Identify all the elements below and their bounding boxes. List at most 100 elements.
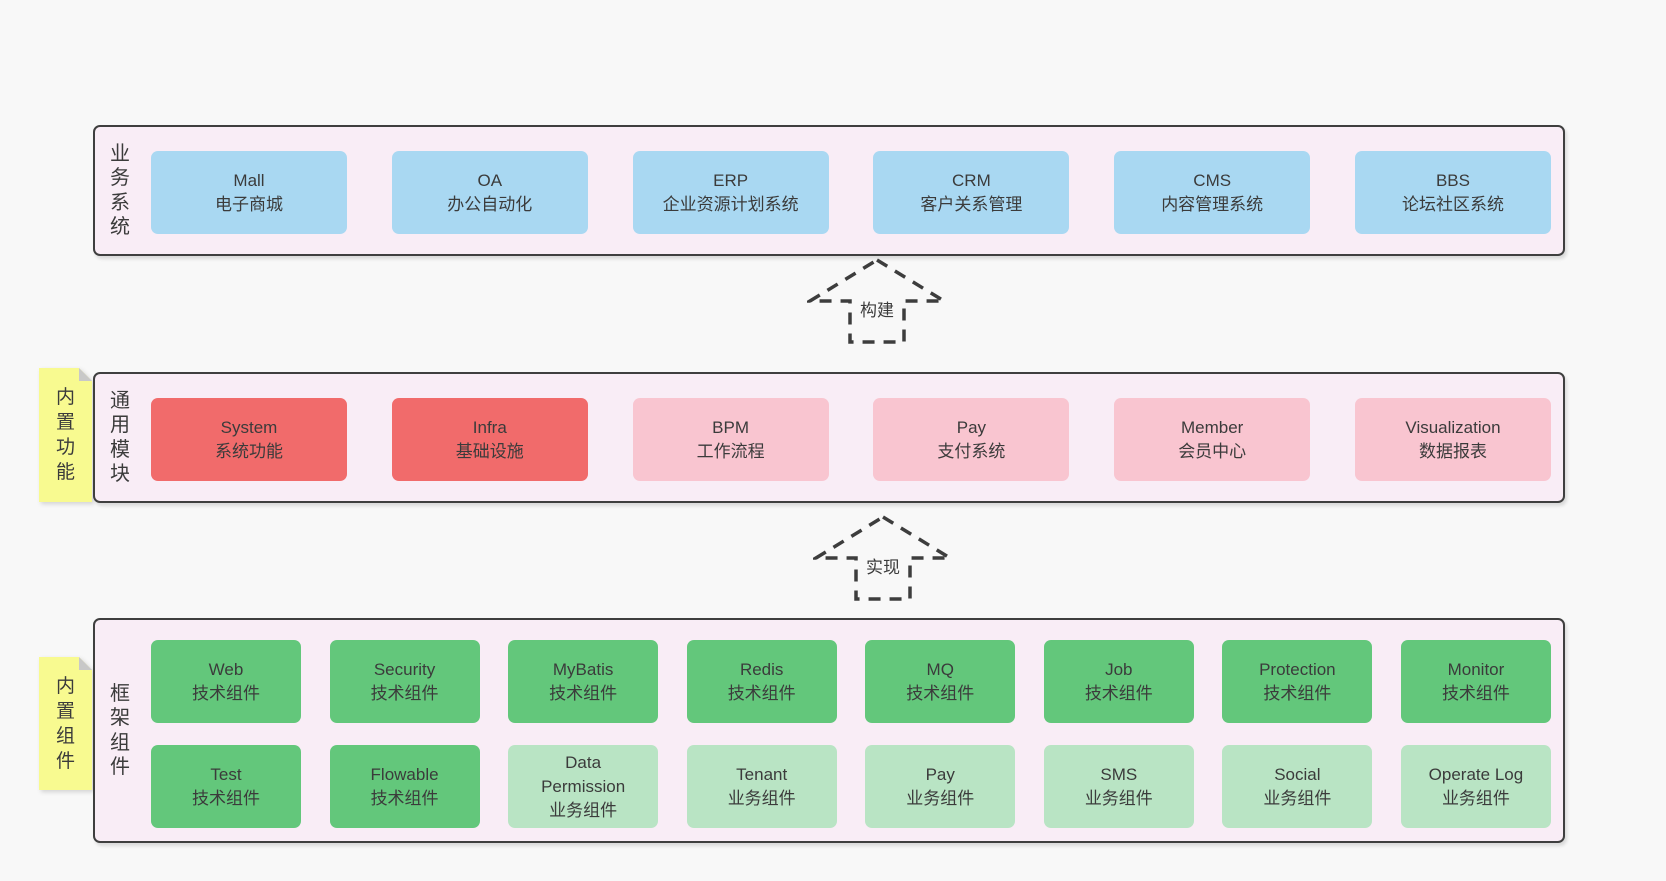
box-title: Member <box>1181 417 1244 437</box>
dashed-up-arrow-icon <box>807 257 947 344</box>
box-erp: ERP 企业资源计划系统 <box>632 151 829 234</box>
box-title: MQ <box>926 659 954 679</box>
box-title: Web <box>208 659 244 679</box>
box-title: CMS <box>1193 170 1232 190</box>
box-title: Job <box>1105 659 1133 679</box>
box-title: SMS <box>1100 764 1138 784</box>
box-subtitle: 技术组件 <box>1084 683 1153 703</box>
box-title: MyBatis <box>552 659 614 679</box>
box-subtitle: 数据报表 <box>1418 441 1487 461</box>
box-mall: Mall 电子商城 <box>151 151 347 234</box>
box-member: Member 会员中心 <box>1114 398 1311 481</box>
note-fold-corner-icon <box>79 368 92 381</box>
box-subtitle: 技术组件 <box>906 683 975 703</box>
box-mybatis: MyBatis 技术组件 <box>508 640 659 723</box>
box-data-permission: Data Permission 业务组件 <box>508 745 659 828</box>
box-title: Tenant <box>736 764 788 784</box>
box-sms: SMS 业务组件 <box>1043 745 1194 828</box>
box-web: Web 技术组件 <box>151 640 301 723</box>
box-visualization: Visualization 数据报表 <box>1354 398 1551 481</box>
box-cms: CMS 内容管理系统 <box>1114 151 1311 234</box>
box-subtitle: 工作流程 <box>696 441 765 461</box>
box-subtitle: 业务组件 <box>1084 788 1153 808</box>
note-built-in-features: 内置功能 <box>39 368 92 502</box>
box-title: Protection <box>1259 659 1336 679</box>
box-subtitle: 业务组件 <box>549 800 618 820</box>
box-title: CRM <box>952 170 991 190</box>
box-title: Infra <box>472 417 507 437</box>
note-built-in-features-label: 内置功能 <box>55 387 75 483</box>
box-subtitle: 业务组件 <box>727 788 796 808</box>
box-title: Redis <box>739 659 784 679</box>
box-tenant: Tenant 业务组件 <box>686 745 837 828</box>
note-paper: 内置功能 <box>39 368 92 502</box>
box-title: Visualization <box>1405 417 1501 437</box>
box-title: Mall <box>233 170 265 190</box>
box-redis: Redis 技术组件 <box>686 640 837 723</box>
box-title: Social <box>1274 764 1321 784</box>
box-oa: OA 办公自动化 <box>391 151 588 234</box>
box-subtitle: 技术组件 <box>370 788 439 808</box>
box-title: Monitor <box>1447 659 1505 679</box>
box-pay-component: Pay 业务组件 <box>865 745 1016 828</box>
box-monitor: Monitor 技术组件 <box>1400 640 1551 723</box>
box-subtitle: 办公自动化 <box>447 194 533 214</box>
box-flowable: Flowable 技术组件 <box>329 745 480 828</box>
box-operate-log: Operate Log 业务组件 <box>1400 745 1551 828</box>
box-subtitle: 技术组件 <box>1263 683 1332 703</box>
box-title: Test <box>210 764 242 784</box>
box-title: Data Permission <box>541 752 626 796</box>
box-subtitle: 支付系统 <box>937 441 1006 461</box>
box-subtitle: 电子商城 <box>215 194 283 214</box>
box-title: ERP <box>713 170 749 190</box>
box-subtitle: 业务组件 <box>1263 788 1332 808</box>
box-system: System 系统功能 <box>151 398 347 481</box>
box-protection: Protection 技术组件 <box>1222 640 1373 723</box>
note-fold-corner-icon <box>79 657 92 670</box>
box-title: BPM <box>712 417 750 437</box>
box-title: System <box>220 417 278 437</box>
arrow-build-label: 构建 <box>857 299 897 322</box>
box-subtitle: 论坛社区系统 <box>1401 194 1504 214</box>
box-title: Operate Log <box>1428 764 1524 784</box>
box-subtitle: 客户关系管理 <box>920 194 1023 214</box>
box-test: Test 技术组件 <box>151 745 301 828</box>
box-infra: Infra 基础设施 <box>391 398 588 481</box>
box-job: Job 技术组件 <box>1043 640 1194 723</box>
box-subtitle: 技术组件 <box>192 788 260 808</box>
note-built-in-components: 内置组件 <box>39 657 92 790</box>
layer-common-modules-label: 通用模块 <box>110 389 130 486</box>
box-mq: MQ 技术组件 <box>865 640 1016 723</box>
box-subtitle: 技术组件 <box>1441 683 1510 703</box>
box-subtitle: 技术组件 <box>192 683 260 703</box>
box-subtitle: 技术组件 <box>370 683 439 703</box>
box-subtitle: 业务组件 <box>906 788 975 808</box>
note-built-in-components-label: 内置组件 <box>55 675 75 772</box>
layer-business-systems: 业务系统 Mall 电子商城 OA 办公自动化 ERP 企业资源计划系统 CRM… <box>93 125 1565 256</box>
arrow-build: 构建 <box>807 257 947 345</box>
box-subtitle: 基础设施 <box>455 441 524 461</box>
box-subtitle: 业务组件 <box>1441 788 1510 808</box>
box-title: Flowable <box>370 764 439 784</box>
arrow-implement: 实现 <box>813 514 953 602</box>
note-paper: 内置组件 <box>39 657 92 790</box>
box-subtitle: 企业资源计划系统 <box>662 194 799 214</box>
box-title: OA <box>477 170 503 190</box>
box-title: Pay <box>956 417 987 437</box>
dashed-up-arrow-icon <box>813 514 953 601</box>
box-subtitle: 技术组件 <box>549 683 618 703</box>
box-title: Pay <box>925 764 955 784</box>
layer-framework-components: 框架组件 Web 技术组件 Security 技术组件 MyBatis 技术组件… <box>93 618 1565 843</box>
arrow-implement-label: 实现 <box>863 556 903 579</box>
box-bbs: BBS 论坛社区系统 <box>1354 151 1551 234</box>
layer-common-modules: 通用模块 System 系统功能 Infra 基础设施 BPM 工作流程 Pay… <box>93 372 1565 503</box>
box-subtitle: 系统功能 <box>215 441 283 461</box>
box-title: BBS <box>1435 170 1470 190</box>
box-social: Social 业务组件 <box>1222 745 1373 828</box>
box-subtitle: 内容管理系统 <box>1161 194 1264 214</box>
box-bpm: BPM 工作流程 <box>632 398 829 481</box>
box-subtitle: 技术组件 <box>727 683 796 703</box>
box-pay-system: Pay 支付系统 <box>873 398 1070 481</box>
layer-business-systems-label: 业务系统 <box>110 142 130 239</box>
